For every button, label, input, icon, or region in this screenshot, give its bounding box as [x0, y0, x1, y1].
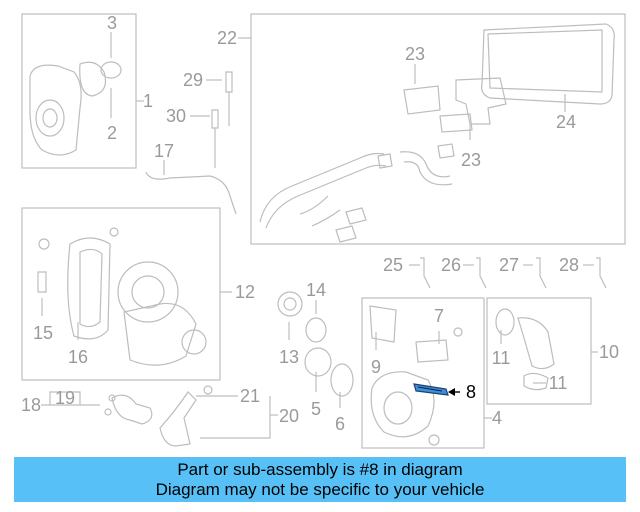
parts-diagram-svg — [21, 13, 626, 449]
callout-6: 6 — [334, 414, 346, 434]
callout-11b: 11 — [548, 373, 568, 393]
callout-22: 22 — [216, 28, 238, 48]
info-banner: Part or sub-assembly is #8 in diagram Di… — [14, 457, 626, 502]
callout-2: 2 — [106, 123, 118, 143]
callout-30: 30 — [165, 106, 187, 126]
callout-4: 4 — [491, 408, 503, 428]
banner-line-2: Diagram may not be specific to your vehi… — [155, 479, 485, 499]
group-box-10 — [486, 297, 592, 405]
parts-diagram: 1 2 3 4 5 6 7 8 9 10 11 11 12 13 14 15 1… — [20, 13, 626, 449]
callout-26: 26 — [440, 255, 462, 275]
callout-27: 27 — [498, 255, 520, 275]
callout-17: 17 — [153, 141, 175, 161]
callout-24: 24 — [555, 112, 577, 132]
callout-20: 20 — [278, 406, 300, 426]
callout-13: 13 — [278, 347, 300, 367]
callout-25: 25 — [382, 255, 404, 275]
callout-21: 21 — [239, 386, 261, 406]
group-box-12 — [21, 207, 221, 381]
callout-7: 7 — [433, 306, 445, 326]
callout-11a: 11 — [491, 348, 511, 368]
group-box-1 — [21, 13, 137, 169]
callout-12: 12 — [234, 282, 256, 302]
part-8-highlight — [413, 383, 460, 396]
callout-23b: 23 — [460, 150, 482, 170]
callout-14: 14 — [305, 280, 327, 300]
callout-10: 10 — [598, 342, 620, 362]
callout-23a: 23 — [404, 44, 426, 64]
callout-18: 18 — [20, 395, 42, 415]
callout-15: 15 — [32, 323, 54, 343]
callout-19: 19 — [54, 388, 76, 408]
callout-29: 29 — [182, 70, 204, 90]
callout-9: 9 — [370, 357, 382, 377]
callout-3: 3 — [106, 13, 118, 33]
banner-line-1: Part or sub-assembly is #8 in diagram — [177, 459, 463, 479]
callout-8: 8 — [465, 382, 477, 402]
group-box-22 — [250, 13, 626, 245]
callout-16: 16 — [67, 347, 89, 367]
callout-1: 1 — [142, 91, 154, 111]
callout-28: 28 — [558, 255, 580, 275]
group-box-4 — [361, 297, 485, 449]
callout-5: 5 — [310, 399, 322, 419]
